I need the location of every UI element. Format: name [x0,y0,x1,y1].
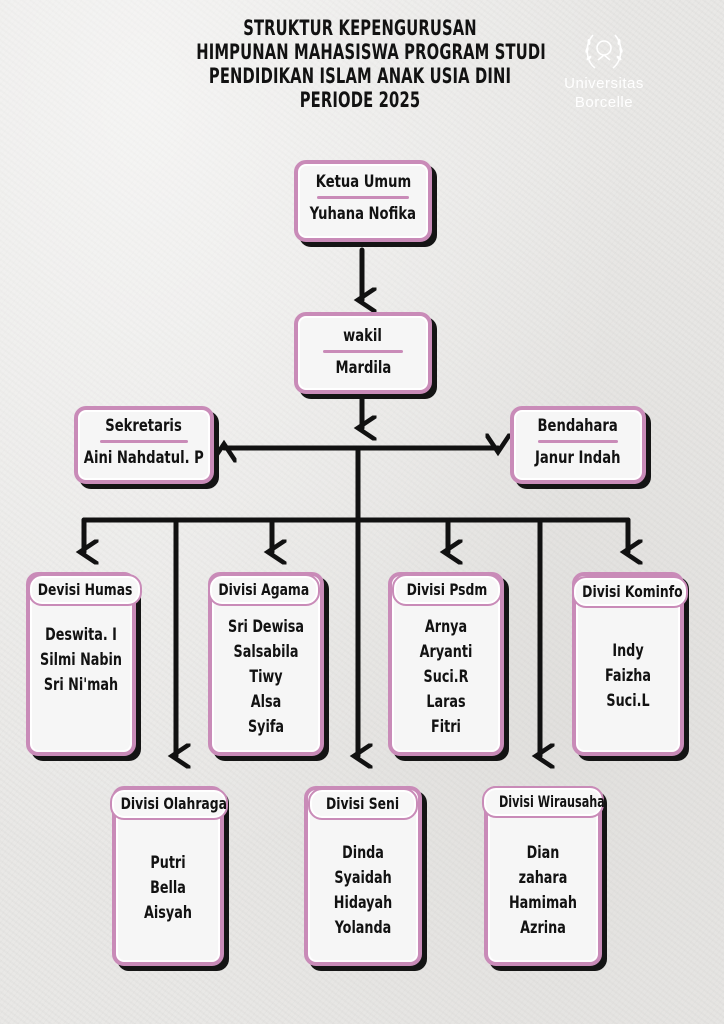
division-title-text: Divisi Psdm [406,580,488,599]
division-title-seni: Divisi Seni [308,788,418,820]
divider [538,440,618,443]
bendahara-role: Bendahara [537,416,619,436]
sekretaris-role: Sekretaris [105,416,183,436]
page-title: STRUKTUR KEPENGURUSAN HIMPUNAN MAHASISWA… [196,16,546,112]
member-name: Syifa [247,717,285,736]
title-line: PERIODE 2025 [299,88,421,112]
wakil-role: wakil [343,326,383,346]
division-title-text: Divisi Agama [218,580,310,599]
member-name: Dinda [342,843,384,862]
university-logo: Universitas Borcelle [556,28,652,128]
division-title-text: Divisi Olahraga [120,794,228,813]
member-name: Arnya [424,617,468,636]
member-name: Faizha [604,666,652,685]
bendahara-box: Bendahara Janur Indah [510,406,651,489]
wakil-box: wakil Mardila [294,312,437,399]
ketua-umum-box: Ketua Umum Yuhana Nofika [294,160,437,247]
laurel-icon [585,34,623,69]
member-name: Azrina [520,918,566,937]
member-name: Sri Dewisa [228,617,304,636]
title-line: PENDIDIKAN ISLAM ANAK USIA DINI [208,64,512,88]
sekretaris-name: Aini Nahdatul. P [83,448,205,468]
division-title-text: Divisi Wirausaha [498,792,605,811]
member-name: Yolanda [334,918,392,937]
wakil-name: Mardila [335,358,391,378]
member-name: Sri Ni'mah [43,675,119,694]
division-title-agama: Divisi Agama [208,574,320,606]
division-title-psdm: Divisi Psdm [392,574,502,606]
member-name: Suci.R [423,667,469,686]
member-name: zahara [518,868,568,887]
division-title-humas: Devisi Humas [28,574,142,606]
member-name: Syaidah [334,868,392,887]
division-title-text: Devisi Humas [37,580,133,599]
sekretaris-box: Sekretaris Aini Nahdatul. P [74,406,219,489]
division-title-text: Divisi Kominfo [582,582,683,601]
member-name: Alsa [250,692,282,711]
member-name: Dian [526,843,560,862]
member-name: Indy [612,641,644,660]
division-title-kominfo: Divisi Kominfo [572,576,688,608]
member-name: Suci.L [606,691,650,710]
division-title-wirausaha: Divisi Wirausaha [482,786,605,818]
ketua-role: Ketua Umum [315,172,411,192]
divider [317,196,409,199]
member-name: Hidayah [333,893,393,912]
ketua-name: Yuhana Nofika [309,204,417,224]
member-name: Laras [426,692,466,711]
member-name: Aryanti [419,642,473,661]
member-name: Salsabila [233,642,299,661]
bendahara-name: Janur Indah [535,448,621,468]
title-line: STRUKTUR KEPENGURUSAN [243,16,477,40]
member-name: Deswita. I [45,625,117,644]
logo-text-line2: Borcelle [574,94,634,111]
member-name: Fitri [431,717,461,736]
divider [323,350,403,353]
title-line: HIMPUNAN MAHASISWA PROGRAM STUDI [196,40,546,64]
division-title-olahraga: Divisi Olahraga [110,788,228,820]
member-name: Putri [150,853,186,872]
member-name: Hamimah [509,893,577,912]
logo-text-line1: Universitas [564,75,644,92]
member-name: Silmi Nabin [40,650,122,669]
member-name: Aisyah [144,903,192,922]
member-name: Tiwy [249,667,283,686]
member-name: Bella [150,878,186,897]
division-title-text: Divisi Seni [326,794,400,813]
divider [100,440,188,443]
